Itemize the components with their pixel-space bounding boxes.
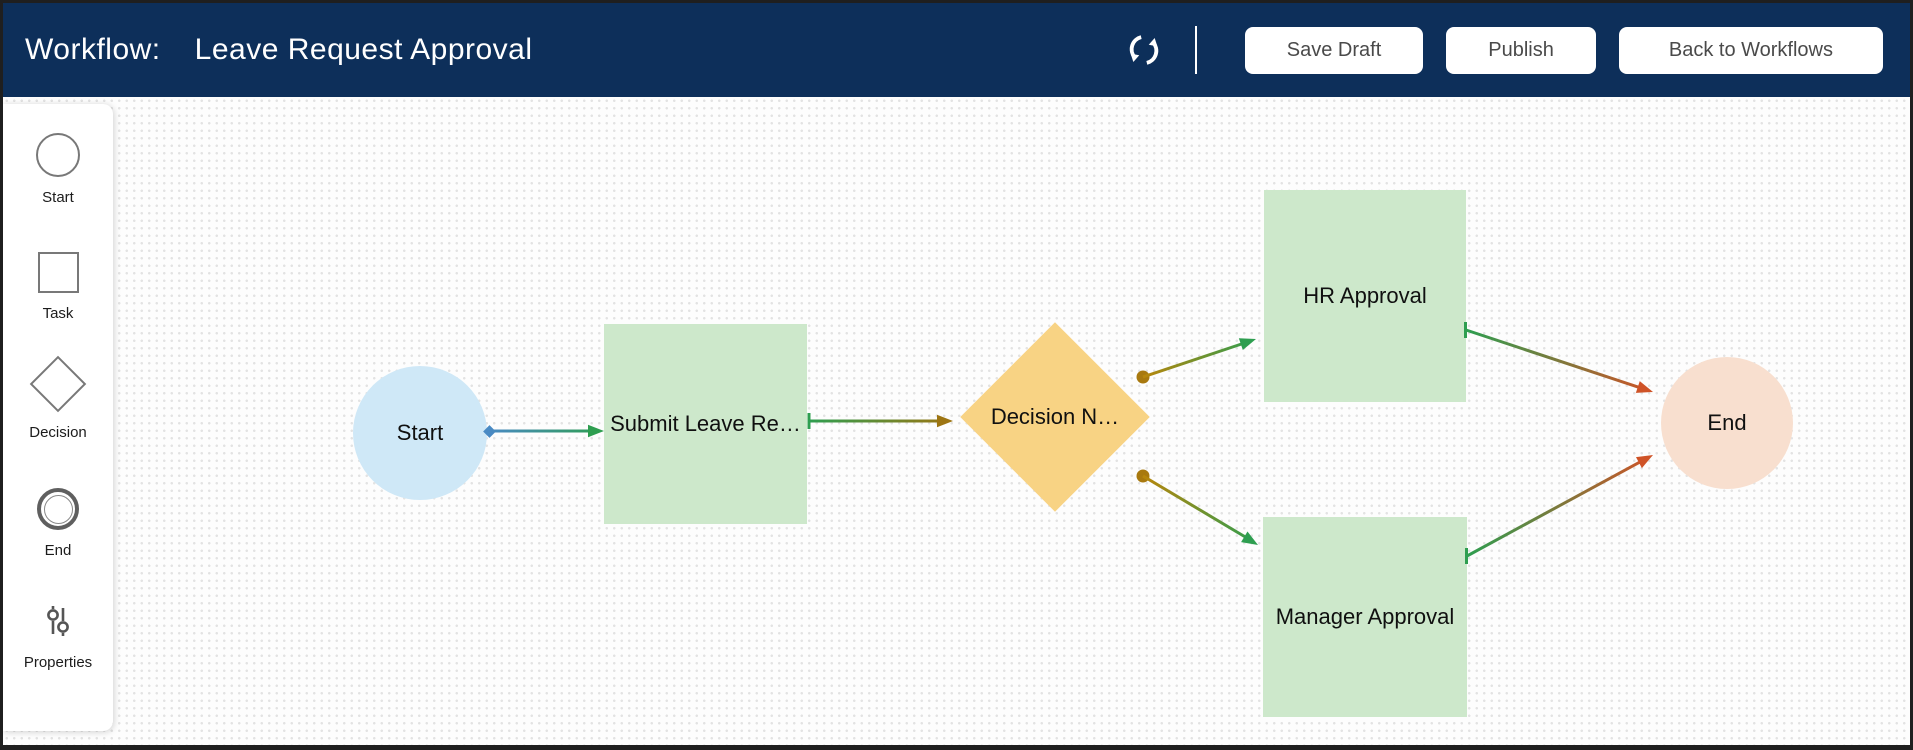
edge-connectors	[483, 322, 1653, 564]
header-divider	[1194, 26, 1197, 74]
sliders-icon	[47, 606, 69, 636]
palette-item-decision[interactable]: Decision	[3, 355, 113, 441]
palette-item-end[interactable]: End	[3, 488, 113, 559]
node-label: Submit Leave Re…	[610, 411, 801, 436]
start-shape-icon	[36, 133, 80, 177]
workflow-canvas[interactable]: Start Task Decision End	[3, 97, 1910, 745]
workflow-name: Leave Request Approval	[194, 33, 533, 66]
palette-item-label: End	[44, 542, 72, 559]
node-submit-leave-request[interactable]: Submit Leave Re…	[604, 324, 807, 524]
palette-item-label: Decision	[29, 424, 87, 441]
edge-tail-dot	[1136, 469, 1150, 483]
shape-palette: Start Task Decision End	[3, 104, 113, 731]
node-hr-approval[interactable]: HR Approval	[1264, 190, 1466, 402]
node-decision[interactable]	[960, 322, 1150, 512]
end-shape-icon	[37, 488, 79, 530]
edge-tail-tick	[807, 413, 811, 429]
node-end[interactable]: End	[1661, 357, 1793, 489]
task-shape-icon	[37, 252, 79, 293]
save-draft-button[interactable]: Save Draft	[1244, 26, 1424, 74]
node-label: Manager Approval	[1275, 604, 1455, 629]
palette-item-task[interactable]: Task	[3, 252, 113, 322]
palette-item-start[interactable]: Start	[3, 133, 113, 206]
palette-item-label: Properties	[23, 654, 93, 671]
node-label: Start	[396, 420, 444, 445]
edge-tail-dot	[1136, 370, 1150, 384]
header-bar: Workflow: Leave Request Approval Save Dra…	[3, 3, 1910, 97]
publish-button[interactable]: Publish	[1446, 26, 1596, 74]
title-prefix: Workflow:	[25, 33, 161, 66]
palette-item-label: Task	[42, 305, 74, 322]
decision-shape-icon	[29, 355, 87, 413]
palette-item-label: Start	[42, 189, 74, 206]
node-label: End	[1707, 410, 1747, 435]
node-start[interactable]: Start	[353, 366, 487, 500]
refresh-icon[interactable]	[1127, 33, 1161, 67]
node-label: HR Approval	[1303, 283, 1427, 308]
back-to-workflows-button[interactable]: Back to Workflows	[1618, 26, 1883, 74]
node-manager-approval[interactable]: Manager Approval	[1263, 517, 1467, 717]
palette-item-properties[interactable]: Properties	[3, 604, 113, 671]
page-title: Workflow: Leave Request Approval	[25, 33, 533, 67]
